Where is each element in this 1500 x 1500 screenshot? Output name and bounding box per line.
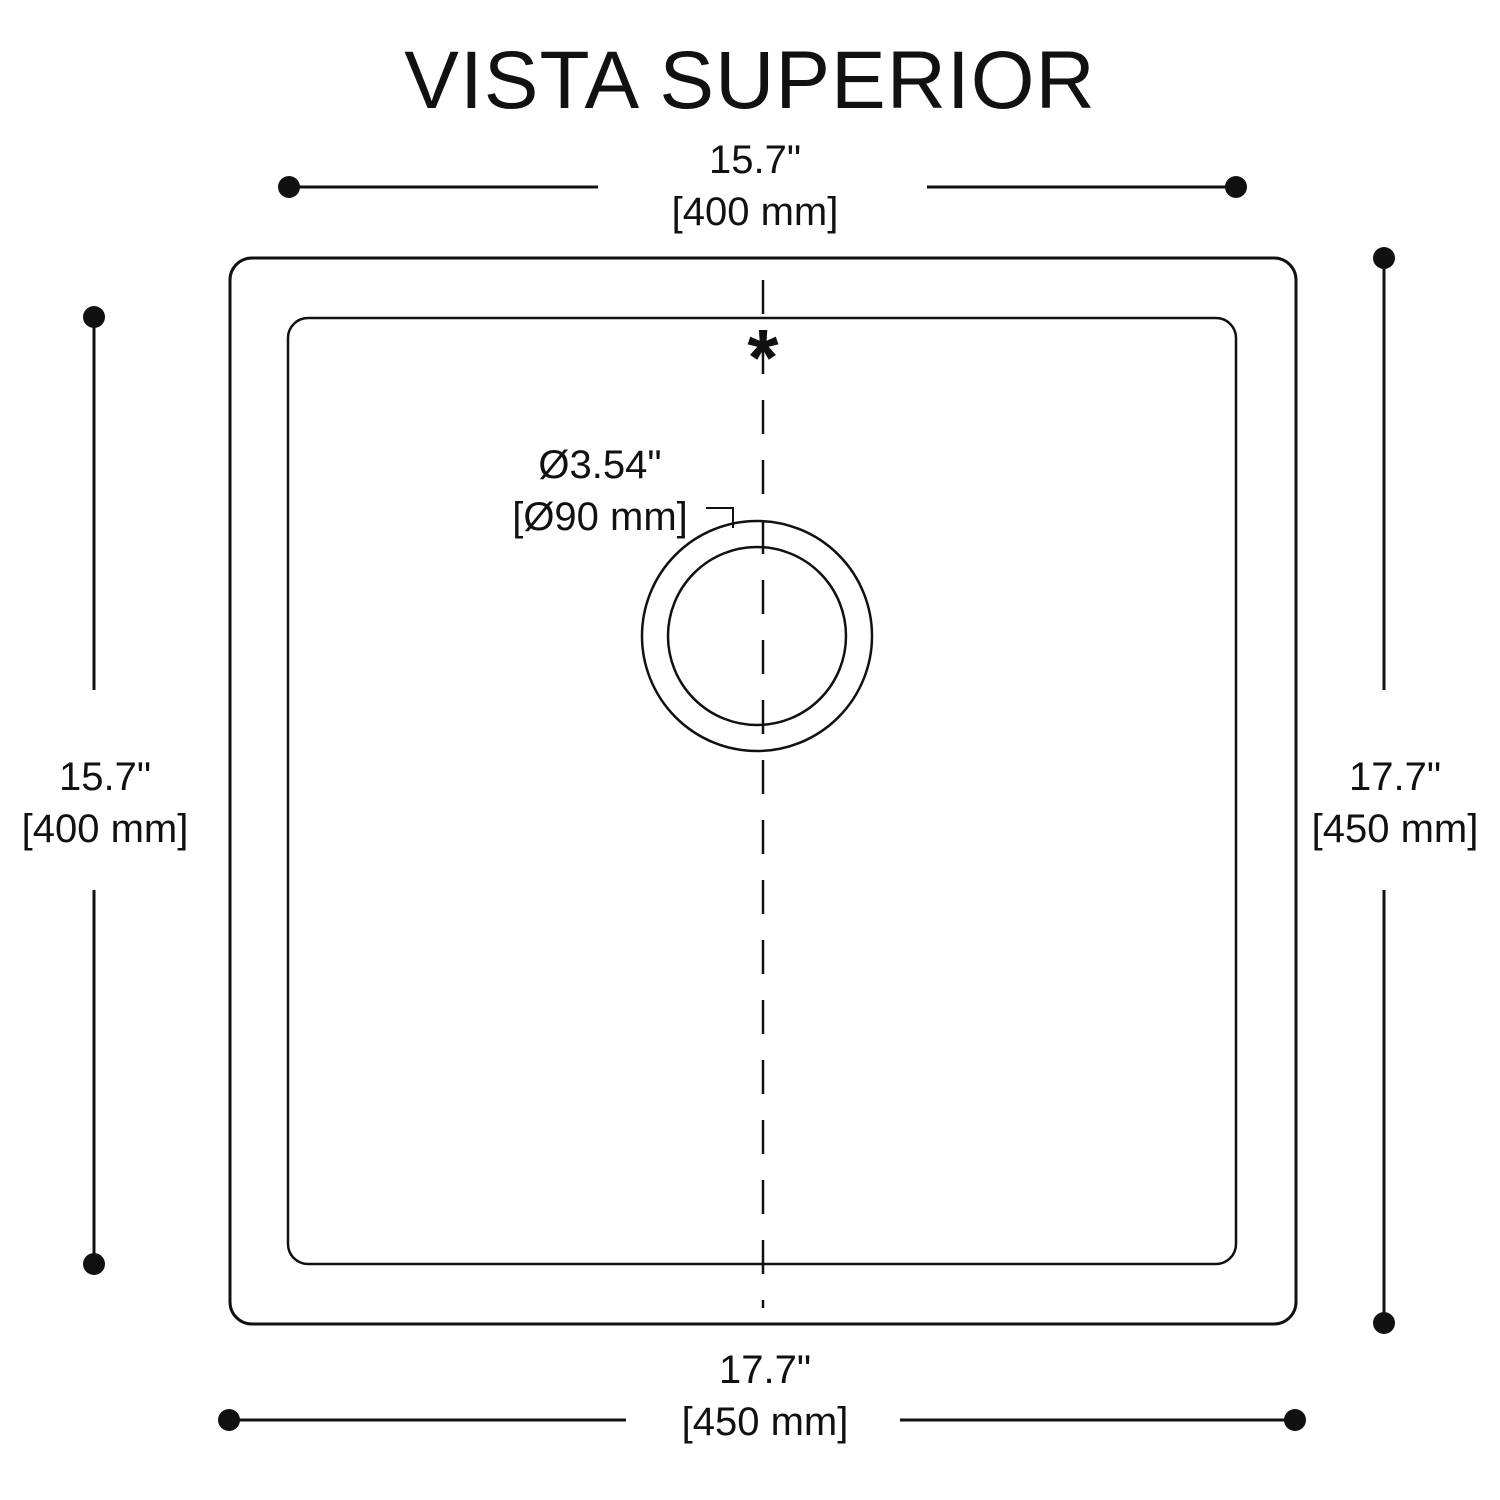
top-width-metric: [400 mm] — [671, 190, 839, 234]
right-height-imperial: 17.7" — [1348, 755, 1442, 799]
drain-inner-ring — [666, 545, 848, 727]
dim-endpoint-top-left — [278, 176, 300, 198]
right-height-metric: [450 mm] — [1311, 807, 1479, 851]
dim-endpoint-top-right — [1225, 176, 1247, 198]
bottom-width-label: 17.7" [450 mm] — [640, 1350, 890, 1442]
page-title: VISTA SUPERIOR — [404, 35, 1096, 126]
drain-diameter-label: Ø3.54" [Ø90 mm] — [480, 445, 720, 537]
left-height-label: 15.7" [400 mm] — [0, 757, 210, 849]
dim-endpoint-right-top — [1373, 247, 1395, 269]
right-height-label: 17.7" [450 mm] — [1290, 757, 1500, 849]
centerline-asterisk-icon: * — [747, 313, 779, 402]
drain-outer-ring — [640, 519, 874, 753]
drain-diameter-imperial: Ø3.54" — [538, 443, 662, 487]
dim-endpoint-right-bottom — [1373, 1312, 1395, 1334]
bottom-width-metric: [450 mm] — [681, 1400, 849, 1444]
dim-endpoint-bottom-right — [1284, 1409, 1306, 1431]
bottom-width-imperial: 17.7" — [718, 1348, 812, 1392]
sink-outer-rim — [228, 256, 1298, 1326]
left-height-metric: [400 mm] — [21, 807, 189, 851]
left-height-imperial: 15.7" — [58, 755, 152, 799]
top-width-label: 15.7" [400 mm] — [630, 140, 880, 232]
drain-leader-line — [706, 507, 734, 528]
top-width-imperial: 15.7" — [708, 138, 802, 182]
drain-diameter-metric: [Ø90 mm] — [512, 495, 688, 539]
dim-endpoint-bottom-left — [218, 1409, 240, 1431]
dim-endpoint-left-bottom — [83, 1253, 105, 1275]
dim-endpoint-left-top — [83, 306, 105, 328]
